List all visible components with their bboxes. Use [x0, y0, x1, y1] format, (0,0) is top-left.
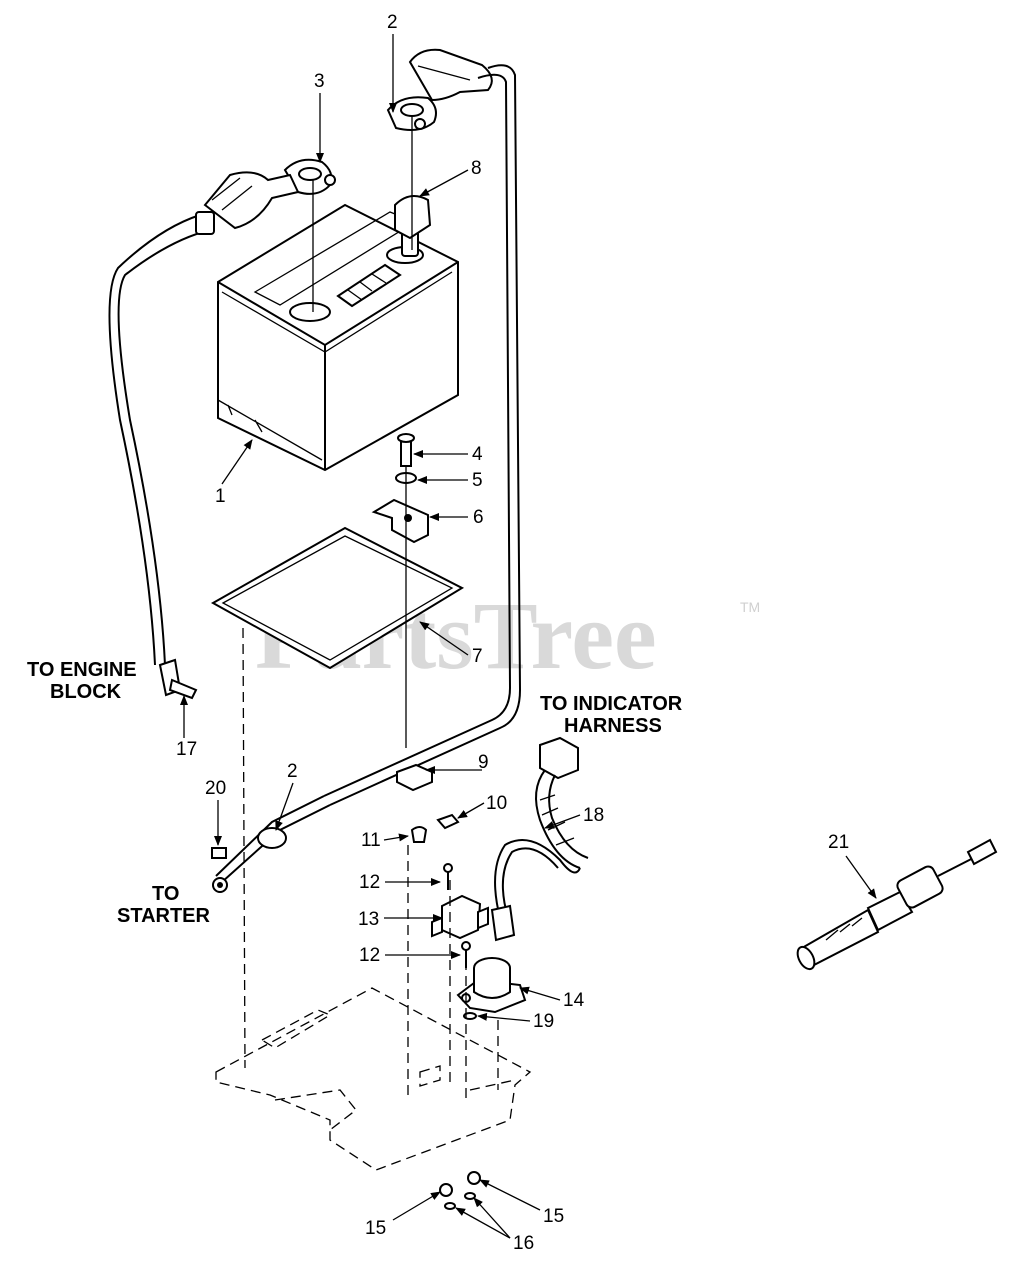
callout-5: 5	[472, 470, 483, 491]
starter-cable	[211, 795, 331, 893]
label-to-engine-block-line1: TO ENGINE	[27, 659, 137, 681]
hold-down-hardware	[371, 433, 429, 544]
indicator-harness	[490, 736, 589, 942]
ground-bolt	[158, 658, 198, 700]
callout-12-bottom: 12	[359, 945, 380, 966]
relay	[431, 863, 489, 968]
key-switch	[456, 957, 527, 1020]
callout-7: 7	[472, 646, 483, 667]
callout-13: 13	[358, 909, 379, 930]
battery	[217, 203, 459, 472]
callout-10: 10	[486, 793, 507, 814]
label-to-starter-line2: STARTER	[117, 905, 211, 927]
fuse-holder	[396, 763, 460, 843]
callout-17: 17	[176, 739, 197, 760]
callout-19: 19	[533, 1011, 554, 1032]
label-to-indicator-harness-line1: TO INDICATOR	[540, 693, 683, 715]
label-to-starter-line1: TO	[152, 883, 179, 905]
callout-18: 18	[583, 805, 604, 826]
callout-21: 21	[828, 832, 849, 853]
cable-assembly	[796, 838, 998, 971]
positive-terminal-clamp	[323, 48, 522, 806]
callout-15-right: 15	[543, 1206, 564, 1227]
callout-8: 8	[471, 158, 482, 179]
callout-1: 1	[215, 486, 226, 507]
callout-14: 14	[563, 990, 585, 1011]
label-to-engine-block-line2: BLOCK	[50, 681, 122, 703]
callout-2-bottom: 2	[287, 761, 298, 782]
battery-tray	[210, 526, 465, 670]
callout-4: 4	[472, 444, 483, 465]
leader-lines	[180, 34, 877, 1239]
callout-12-top: 12	[359, 872, 380, 893]
callout-16: 16	[513, 1233, 534, 1254]
callout-3: 3	[314, 71, 325, 92]
callout-9: 9	[478, 752, 489, 773]
callout-15-left: 15	[365, 1218, 386, 1239]
callout-2-top: 2	[387, 12, 398, 33]
negative-terminal-clamp	[108, 158, 336, 666]
callout-20: 20	[205, 778, 226, 799]
callout-6: 6	[473, 507, 484, 528]
nuts-and-washers	[439, 1171, 481, 1210]
watermark-trademark: TM	[740, 599, 760, 615]
mounting-plate	[215, 987, 532, 1171]
label-to-indicator-harness-line2: HARNESS	[564, 715, 662, 737]
callout-11: 11	[361, 830, 381, 851]
